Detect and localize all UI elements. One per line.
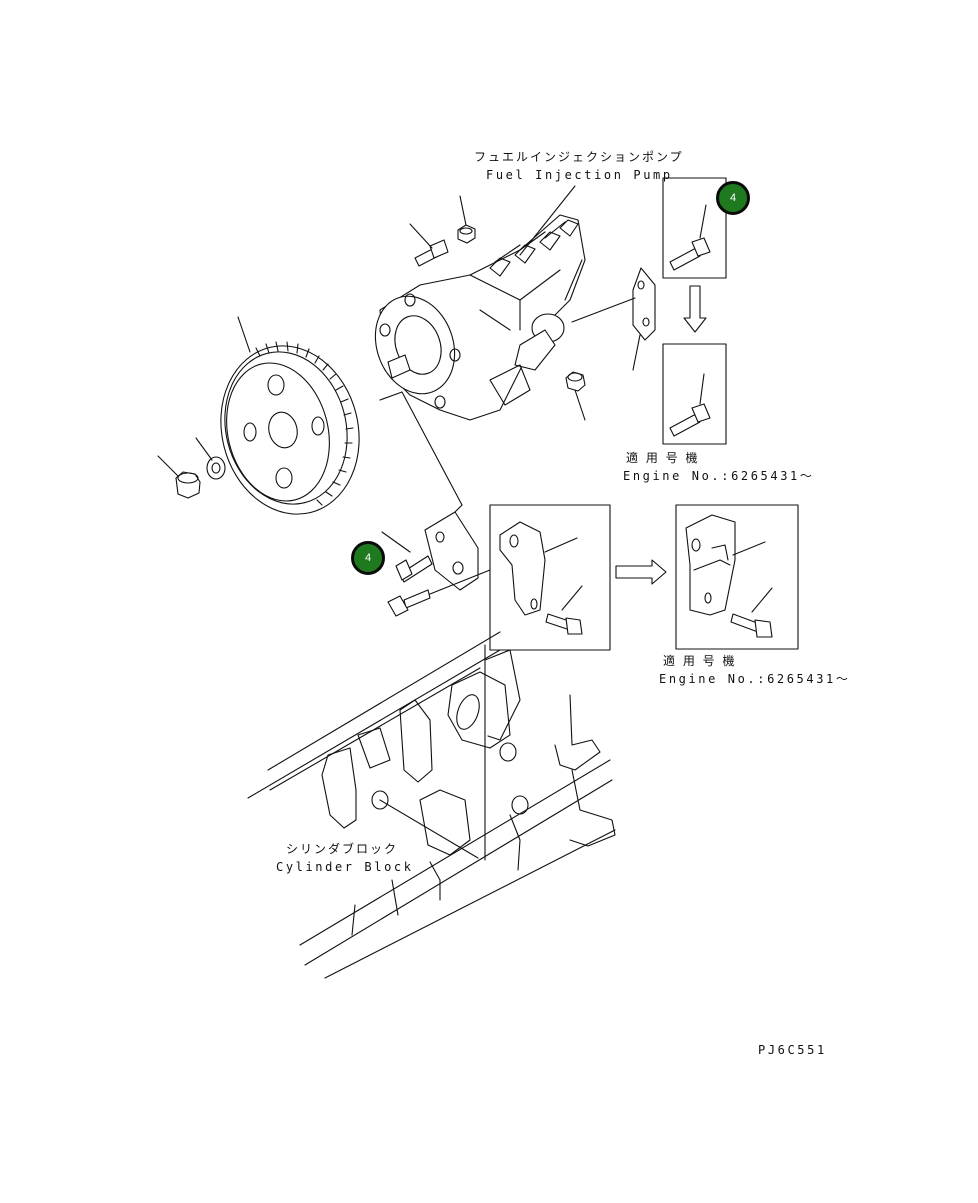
drive-gear[interactable] — [203, 316, 376, 529]
applicable-label-jp-2: 適 用 号 機 — [663, 654, 737, 668]
pump-bracket-plate[interactable] — [571, 267, 656, 371]
bracket-detail-box-before[interactable] — [489, 504, 611, 651]
bolt-detail-box-after[interactable] — [662, 343, 727, 445]
callout-item-4-middle[interactable]: 4 — [351, 541, 385, 575]
bracket-detail-box-after[interactable] — [675, 504, 799, 650]
pump-nut-upper[interactable] — [457, 195, 476, 244]
applicable-label-jp-1: 適 用 号 機 — [626, 451, 700, 465]
pump-stay-bracket[interactable] — [424, 504, 479, 591]
bolt-detail-box-before[interactable] — [662, 177, 727, 279]
fuel-injection-pump[interactable] — [362, 214, 586, 421]
cylinder-block[interactable] — [247, 631, 616, 979]
pump-nut-lower[interactable] — [565, 371, 586, 421]
stay-bolt-lower[interactable] — [387, 589, 431, 617]
cylinder-block-label-en: Cylinder Block — [276, 860, 414, 874]
drawing-id: PJ6C551 — [758, 1043, 827, 1057]
pump-stud-bolt[interactable] — [409, 223, 449, 267]
engine-serial-label-2: Engine No.:6265431～ — [659, 672, 851, 686]
pump-label-en: Fuel Injection Pump — [486, 168, 673, 182]
stay-bolt-upper[interactable] — [381, 531, 433, 583]
cylinder-block-label-jp: シリンダブロック — [286, 842, 399, 856]
change-arrow-right — [615, 559, 667, 585]
gear-nut-washer[interactable] — [157, 437, 226, 499]
pump-label-jp: フュエルインジェクションポンプ — [474, 150, 684, 164]
change-arrow-down — [683, 285, 707, 333]
callout-item-4-top[interactable]: 4 — [716, 181, 750, 215]
engine-serial-label-1: Engine No.:6265431～ — [623, 469, 815, 483]
